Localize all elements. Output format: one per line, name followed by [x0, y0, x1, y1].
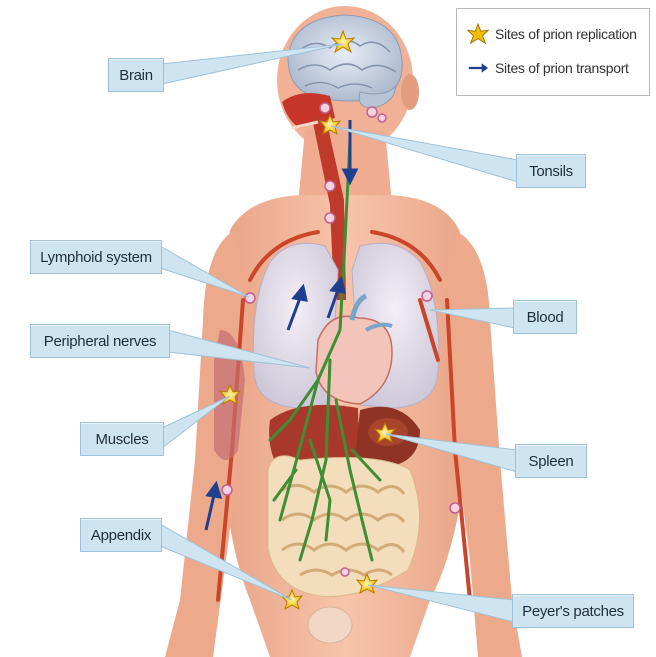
- starburst-icon: [467, 23, 489, 45]
- label-peyers-patches: Peyer's patches: [512, 594, 634, 628]
- legend-row-transport: Sites of prion transport: [467, 57, 629, 79]
- arrow-right-icon: [467, 57, 489, 79]
- label-appendix: Appendix: [80, 518, 162, 552]
- legend-transport-label: Sites of prion transport: [495, 60, 629, 76]
- label-muscles: Muscles: [80, 422, 164, 456]
- legend-replication-label: Sites of prion replication: [495, 26, 637, 42]
- label-brain: Brain: [108, 58, 164, 92]
- label-peripheral-nerves: Peripheral nerves: [30, 324, 170, 358]
- label-blood: Blood: [513, 300, 577, 334]
- label-lymphoid-system: Lymphoid system: [30, 240, 162, 274]
- legend: Sites of prion replication Sites of prio…: [456, 8, 650, 96]
- legend-row-replication: Sites of prion replication: [467, 23, 637, 45]
- label-spleen: Spleen: [515, 444, 587, 478]
- label-tonsils: Tonsils: [516, 154, 586, 188]
